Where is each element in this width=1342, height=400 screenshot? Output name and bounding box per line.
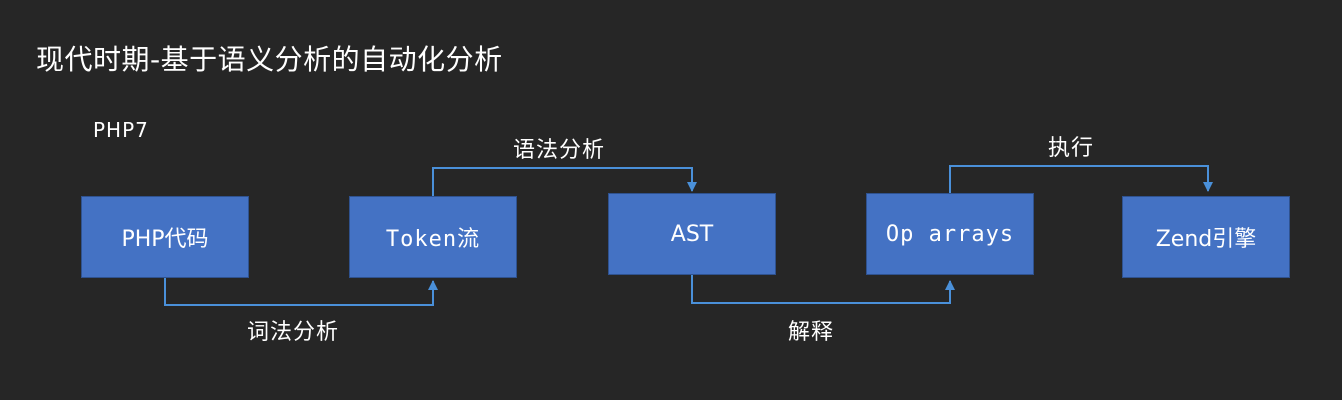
edge-execute	[949, 165, 1213, 193]
node-ast: AST	[608, 193, 776, 275]
edge-interpret	[691, 274, 955, 304]
version-label: PHP7	[93, 118, 149, 142]
edge-label-interpret: 解释	[788, 320, 835, 345]
edge-syntax-analysis	[432, 167, 697, 196]
page-title: 现代时期-基于语义分析的自动化分析	[36, 43, 503, 76]
node-php-code: PHP代码	[81, 196, 249, 278]
edge-label-lexical: 词法分析	[247, 320, 340, 345]
edge-label-syntax: 语法分析	[513, 138, 606, 163]
edge-lexical-analysis	[164, 278, 438, 306]
node-token-stream: Token流	[349, 196, 517, 278]
node-op-arrays: Op arrays	[866, 193, 1034, 275]
edge-label-execute: 执行	[1048, 136, 1095, 161]
node-zend-engine: Zend引擎	[1122, 196, 1290, 278]
